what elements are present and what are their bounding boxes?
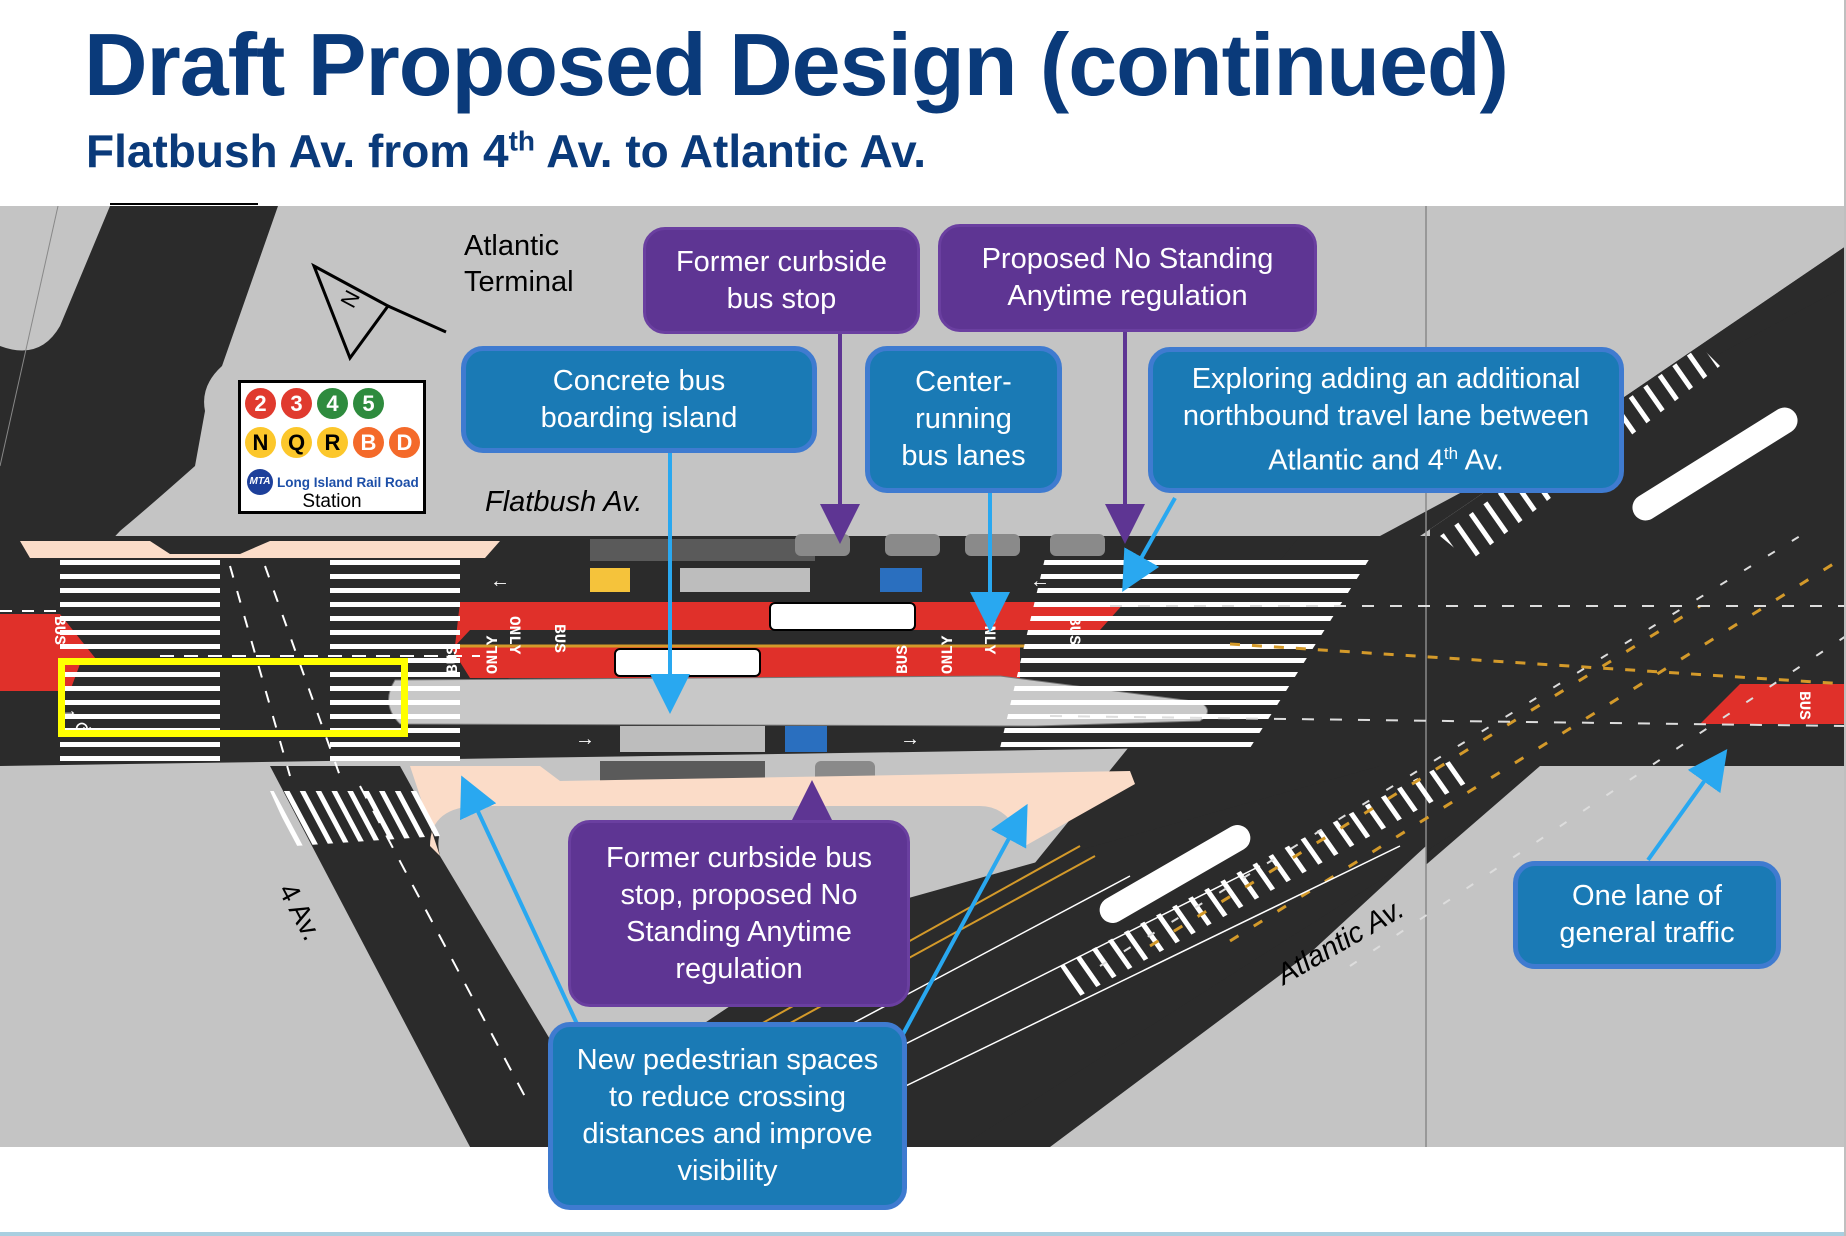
fourth-av-roadway — [270, 766, 560, 1147]
callout-text-sup: th — [1443, 443, 1459, 463]
north-arrow-icon: N — [311, 262, 447, 362]
callout-text: Former curbside bus stop, proposed No St… — [606, 841, 872, 985]
leader-one-lane — [1646, 748, 1728, 862]
callout-text: New pedestrian spaces to reduce crossing… — [576, 1044, 879, 1187]
svg-text:ONLY: ONLY — [484, 635, 502, 674]
only-marking: ONLY — [505, 616, 523, 655]
footer-rule — [0, 1232, 1846, 1236]
callout-former-curbside-no-standing: Former curbside bus stop, proposed No St… — [568, 820, 910, 1007]
curved-road — [0, 206, 278, 596]
title-rule — [110, 203, 258, 205]
atlantic-terminal-line1: Atlantic — [464, 230, 560, 262]
atlantic-terminal-label: Atlantic Terminal — [464, 228, 574, 300]
callout-text-prefix: Exploring adding an additional northboun… — [1182, 362, 1590, 477]
lirr-name: Long Island Rail Road — [277, 474, 419, 490]
svg-text:BUS: BUS — [894, 645, 912, 674]
callout-one-lane-general-traffic: One lane of general traffic — [1513, 861, 1781, 969]
subtitle-suffix: Av. to Atlantic Av. — [535, 125, 927, 177]
route-bullet-n: N — [245, 427, 276, 458]
callout-text: Proposed No Standing Anytime regulation — [981, 243, 1274, 312]
route-bullet-r: R — [317, 427, 348, 458]
route-bullet-d: D — [389, 427, 420, 458]
svg-text:←: ← — [1030, 570, 1050, 592]
callout-new-pedestrian-spaces: New pedestrian spaces to reduce crossing… — [548, 1022, 907, 1210]
slide-edge — [1844, 0, 1846, 1236]
station-word: Station — [302, 491, 362, 512]
callout-exploring-northbound-lane: Exploring adding an additional northboun… — [1148, 347, 1624, 493]
callout-text-suffix: Av. — [1458, 444, 1504, 477]
route-bullet-4: 4 — [317, 388, 348, 419]
callout-text: Former curbside bus stop — [675, 245, 888, 315]
mta-logo-icon: MTA — [247, 469, 273, 495]
route-bullet-3: 3 — [281, 388, 312, 419]
subtitle-prefix: Flatbush Av. from 4 — [86, 125, 509, 177]
page-subtitle: Flatbush Av. from 4th Av. to Atlantic Av… — [86, 124, 926, 178]
svg-text:BUS: BUS — [1065, 616, 1083, 645]
crosswalk-right-flatbush — [1000, 558, 1370, 748]
route-bullet-q: Q — [281, 427, 312, 458]
svg-text:→: → — [575, 728, 595, 750]
leader-new-ped-right — [900, 803, 1028, 1037]
subtitle-sup: th — [508, 125, 535, 157]
lirr-line: MTA Long Island Rail Road — [247, 469, 419, 495]
bus-lane-right — [1700, 684, 1846, 724]
svg-text:BUS: BUS — [50, 616, 68, 645]
page-title: Draft Proposed Design (continued) — [84, 15, 1509, 114]
leader-exploring — [1122, 497, 1177, 592]
callout-center-running-bus-lanes: Center-running bus lanes — [865, 346, 1062, 493]
svg-text:ONLY: ONLY — [980, 616, 998, 655]
svg-text:BUS: BUS — [444, 645, 462, 674]
callout-text: Center-running bus lanes — [901, 366, 1026, 472]
svg-text:BUS: BUS — [1795, 691, 1813, 720]
flatbush-av-label: Flatbush Av. — [485, 486, 643, 518]
callout-text: One lane of general traffic — [1559, 880, 1735, 949]
crosswalk-atlantic — [1060, 761, 1470, 996]
bus-westbound — [614, 648, 761, 677]
svg-text:ONLY: ONLY — [939, 635, 957, 674]
top-ped-space-left — [20, 541, 500, 558]
callout-text: Concrete bus boarding island — [540, 364, 738, 434]
bus-marking: BUS — [550, 624, 568, 653]
atlantic-terminal-line2: Terminal — [464, 266, 574, 298]
route-bullet-5: 5 — [353, 388, 384, 419]
lower-ped-space — [410, 766, 1135, 856]
leader-new-ped-left — [460, 775, 580, 1027]
route-bullet-b: B — [353, 427, 384, 458]
route-bullet-2: 2 — [245, 388, 276, 419]
crosswalk-4av — [270, 791, 440, 846]
callout-former-curbside-bus-stop: Former curbside bus stop — [643, 227, 920, 334]
callout-concrete-bus-island: Concrete bus boarding island — [461, 346, 817, 453]
highlight-box — [58, 658, 408, 737]
callout-proposed-no-standing: Proposed No Standing Anytime regulation — [938, 224, 1317, 332]
svg-text:←: ← — [490, 570, 510, 592]
svg-text:→: → — [900, 728, 920, 750]
bus-eastbound — [769, 602, 916, 631]
callout-text: Exploring adding an additional northboun… — [1173, 361, 1599, 480]
